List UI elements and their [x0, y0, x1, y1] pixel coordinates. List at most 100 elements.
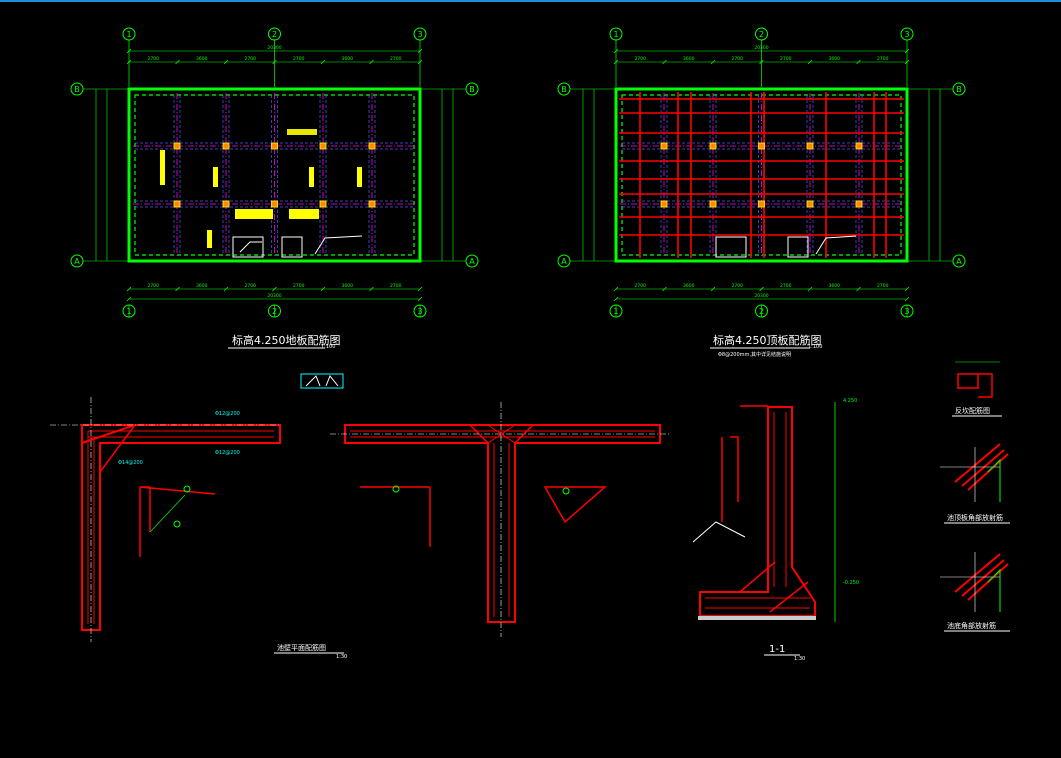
dim-text: 20300 [267, 45, 281, 51]
dim-tick [126, 286, 132, 292]
column [806, 142, 814, 150]
dim-text: 3600 [196, 56, 208, 62]
dim-text: 2700 [635, 56, 647, 62]
dim-tick [223, 286, 229, 292]
axis-label: A [469, 257, 475, 266]
dim-text: 2700 [732, 56, 744, 62]
dim-tick [807, 59, 813, 65]
column [660, 142, 668, 150]
plan-left-scale: 1:100 [321, 344, 335, 350]
column [271, 200, 278, 208]
column [806, 200, 814, 208]
dim-text: 3600 [342, 56, 354, 62]
dim-text: 20300 [267, 293, 281, 299]
plan-right-rebar-grid [619, 92, 904, 258]
wall-plan-detail-scale: 1:30 [336, 654, 347, 660]
column [173, 200, 181, 208]
column [709, 200, 717, 208]
column [222, 200, 230, 208]
section-1-1-scale: 1:30 [794, 656, 805, 662]
axis-label: B [74, 85, 80, 94]
plan-right-note: Φ8@200mm,其中详见结施说明 [718, 351, 791, 358]
axis-bubble [609, 27, 623, 41]
dim-tick [175, 59, 180, 65]
dim-text: 2700 [732, 283, 744, 289]
axis-label: A [74, 257, 80, 266]
dim-text: 2700 [293, 283, 305, 289]
axis-label: 2 [759, 307, 764, 316]
plan-left-beams [133, 93, 416, 257]
axis-label: 3 [904, 30, 909, 39]
column [709, 142, 717, 150]
dim-tick [126, 48, 132, 54]
axis-bubble [609, 304, 623, 318]
axis-label: 2 [272, 30, 277, 39]
axis-label: 1 [126, 30, 131, 39]
dim-tick [807, 286, 813, 292]
dim-text: 20300 [754, 45, 768, 51]
column [368, 142, 376, 150]
dim-tick [369, 59, 374, 65]
section-1-1: 4.250 -0.250 [692, 398, 859, 622]
corner-tag-2: Φ12@200 [215, 450, 240, 456]
dim-tick [710, 59, 716, 65]
dim-tick [613, 59, 619, 65]
dim-tick [662, 286, 667, 292]
dim-tick [272, 286, 277, 292]
section-1-1-title: 1-1 [769, 644, 785, 655]
axis-label: 1 [126, 307, 131, 316]
dim-tick [417, 59, 423, 65]
dim-text: 2700 [148, 283, 160, 289]
dim-tick [126, 59, 132, 65]
dim-tick [759, 59, 764, 65]
window-top-border [0, 0, 1061, 2]
dim-tick [710, 286, 716, 292]
dim-text: 3600 [829, 283, 841, 289]
axis-bubble [413, 304, 427, 318]
axis-bubble [413, 27, 427, 41]
dim-tick [613, 286, 619, 292]
dim-text: 3600 [683, 283, 695, 289]
dim-text: 3600 [829, 56, 841, 62]
axis-bubble [122, 304, 136, 318]
dim-tick [904, 296, 910, 302]
plan-left-annotations [160, 129, 362, 248]
column [319, 200, 327, 208]
axis-label: 2 [759, 30, 764, 39]
axis-label: B [469, 85, 475, 94]
axis-bubble [755, 304, 768, 318]
t-junction-detail [330, 402, 670, 637]
column [173, 142, 181, 150]
dim-text: 3600 [342, 283, 354, 289]
plan-right-beams [620, 93, 903, 257]
section-elev-top: 4.250 [843, 398, 857, 404]
dim-tick [662, 59, 667, 65]
dim-text: 3600 [683, 56, 695, 62]
plan-right-columns [660, 142, 863, 208]
viewport-marker-icon[interactable] [300, 373, 344, 389]
axis-bubble [122, 27, 136, 41]
dim-tick [320, 286, 326, 292]
detail-b: 池顶板角部放射筋 [940, 443, 1010, 524]
dim-text: 2700 [877, 283, 889, 289]
dim-text: 2700 [148, 56, 160, 62]
column [319, 142, 327, 150]
dim-tick [369, 286, 374, 292]
plan-right-title: 标高4.250顶板配筋图 [713, 333, 822, 347]
axis-label: 2 [272, 307, 277, 316]
dim-tick [320, 59, 326, 65]
wall-plan-detail-title: 池壁平面配筋图 [277, 643, 326, 652]
axis-label: A [956, 257, 962, 266]
dim-text: 2700 [293, 56, 305, 62]
plan-left-title: 标高4.250地板配筋图 [232, 333, 341, 347]
plan-right-inner-wall [621, 94, 902, 256]
dim-text: 3600 [196, 283, 208, 289]
corner-tag-1: Φ12@200 [215, 411, 240, 417]
dim-text: 20300 [754, 293, 768, 299]
dim-tick [856, 59, 861, 65]
dim-text: 2700 [390, 283, 402, 289]
dim-tick [126, 296, 132, 302]
plan-right-scale: 1:100 [808, 344, 822, 350]
